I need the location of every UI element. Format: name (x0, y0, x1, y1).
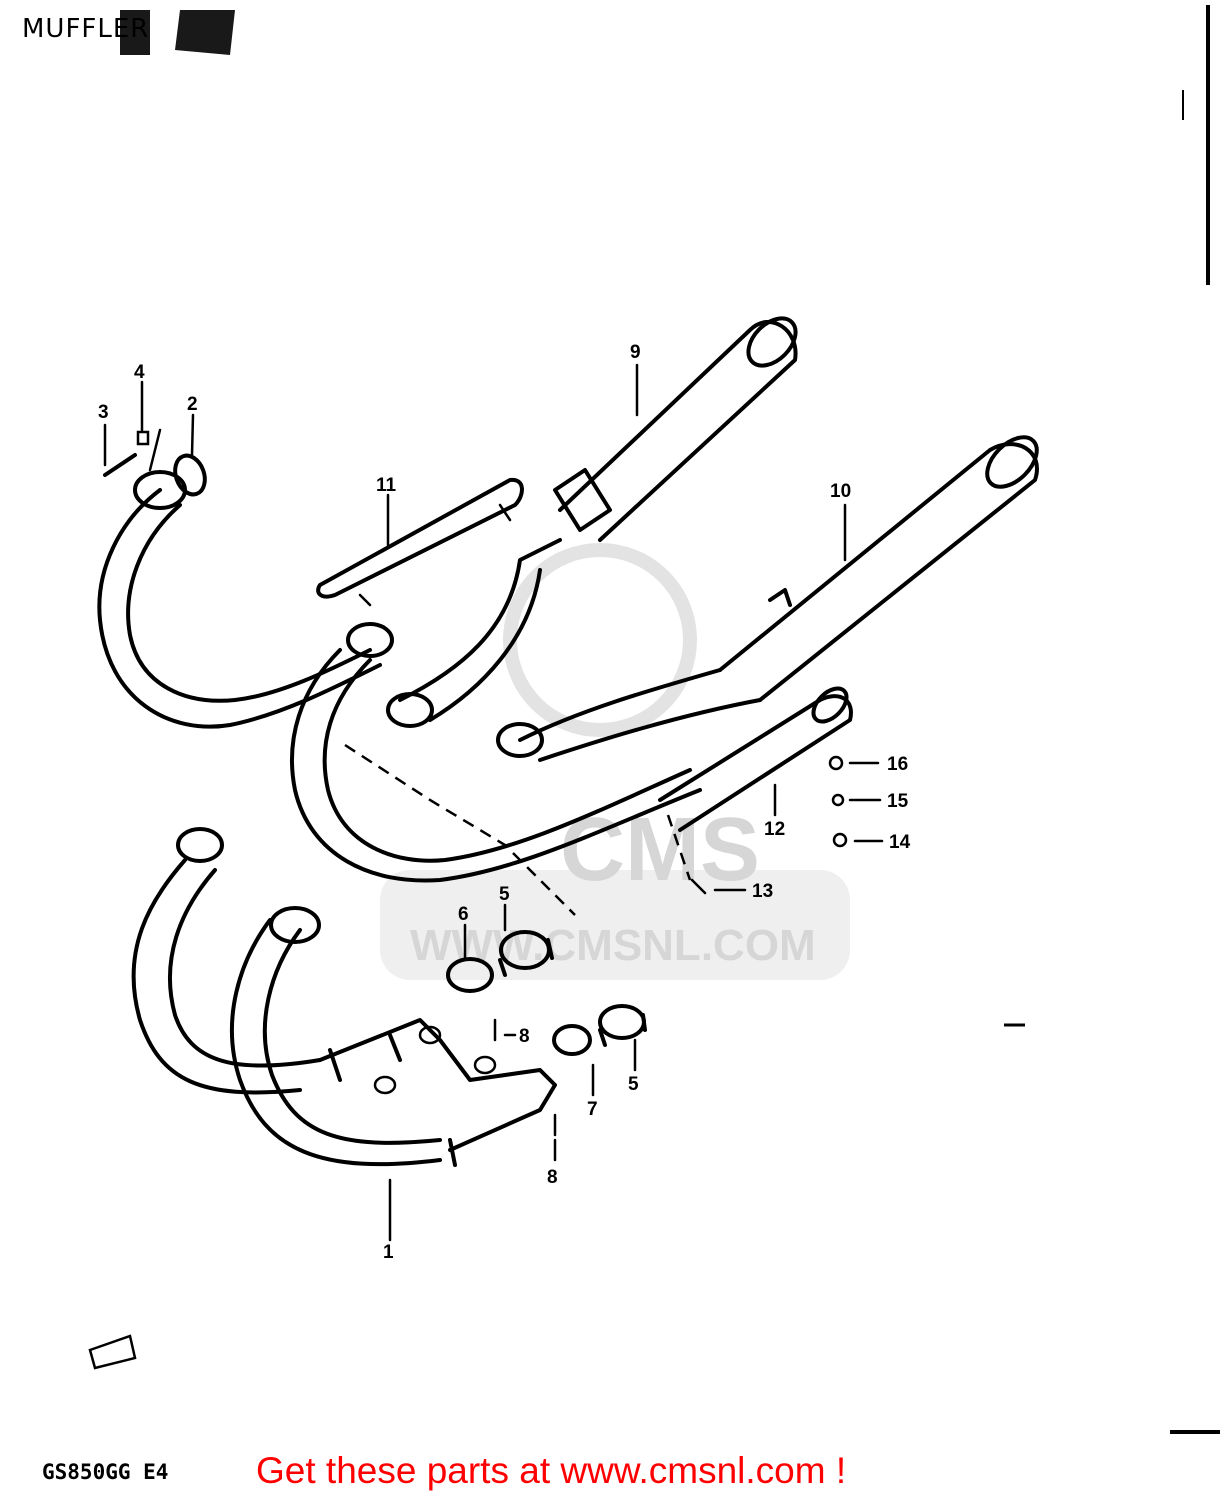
muffler-right-upper (553, 316, 798, 542)
exhaust-pipe-lower (131, 827, 557, 1167)
part-label-9: 9 (630, 342, 641, 363)
parts-shop-link[interactable]: Get these parts at www.cmsnl.com ! (256, 1450, 847, 1491)
muffler-mount-hardware (690, 755, 848, 895)
watermark-url: WWW.CMSNL.COM (410, 921, 816, 970)
part-label-4: 4 (134, 362, 145, 383)
part-label-16: 16 (887, 754, 908, 775)
part-label-2: 2 (187, 394, 198, 415)
part-label-5b: 5 (628, 1074, 639, 1095)
leader-lines (103, 363, 884, 1242)
part-label-3: 3 (98, 402, 109, 423)
watermark-logo: CMS (560, 800, 760, 900)
part-label-10: 10 (830, 481, 851, 502)
part-label-11: 11 (376, 475, 397, 496)
part-label-14: 14 (889, 832, 911, 853)
assembly-guidelines (344, 743, 692, 916)
heat-shield-upper (316, 477, 524, 607)
part-label-8a: 8 (519, 1026, 530, 1047)
exhaust-pipe-upper (97, 470, 702, 883)
part-label-13: 13 (752, 881, 773, 902)
heat-shield-lower (658, 686, 853, 832)
part-label-7: 7 (587, 1099, 598, 1120)
part-label-8b: 8 (547, 1167, 558, 1188)
part-label-6: 6 (458, 904, 469, 925)
part-label-5a: 5 (499, 884, 510, 905)
muffler-left (518, 435, 1039, 762)
part-label-1: 1 (383, 1242, 394, 1263)
part-number-labels: 1 2 3 4 5 5 6 7 8 8 9 10 11 12 13 14 15 … (98, 342, 911, 1263)
connector-hardware (446, 930, 647, 1137)
scan-artifacts (88, 5, 1220, 1434)
part-label-12: 12 (764, 819, 785, 840)
part-label-15: 15 (887, 791, 909, 812)
model-code: GS850GG E4 (42, 1460, 169, 1484)
flange-hardware (103, 428, 207, 497)
